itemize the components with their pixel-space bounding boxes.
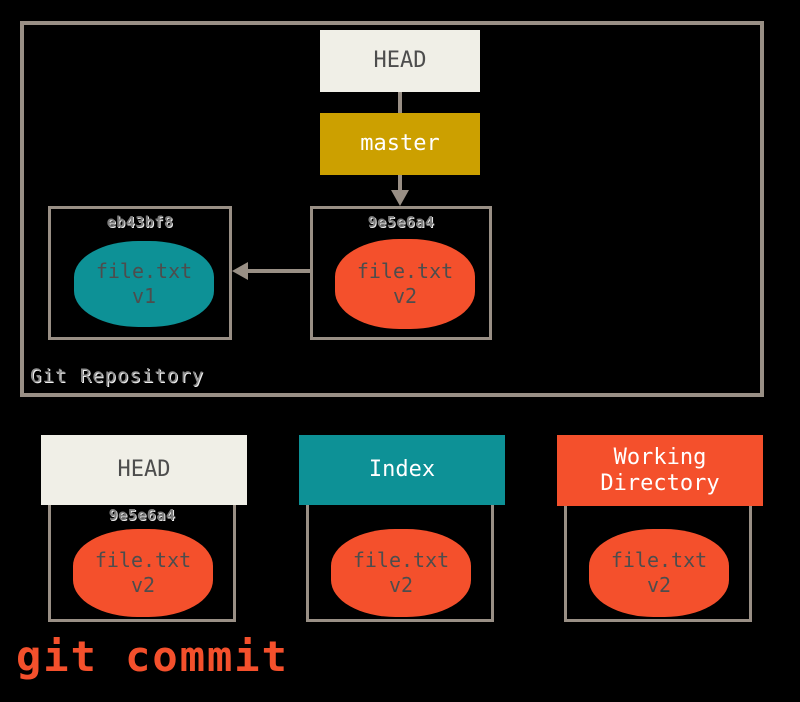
area-head-hash: 9e5e6a4 xyxy=(108,506,176,524)
blob-filename: file.txt xyxy=(352,548,450,572)
head-to-master-connector xyxy=(398,92,402,113)
blob-version: v2 xyxy=(130,573,156,597)
repo-head-label: HEAD xyxy=(373,48,427,74)
diagram-caption: git commit xyxy=(16,632,289,681)
area-index-blob: file.txt v2 xyxy=(331,529,471,617)
blob-filename: file.txt xyxy=(95,259,193,283)
commit-box-9e5e6a4[interactable]: 9e5e6a4 file.txt v2 xyxy=(310,206,492,340)
area-body-index: file.txt v2 xyxy=(306,505,494,622)
area-working-blob: file.txt v2 xyxy=(589,529,729,617)
git-repository-frame xyxy=(20,21,764,397)
commit-blob-v2: file.txt v2 xyxy=(335,239,475,329)
commit-box-eb43bf8[interactable]: eb43bf8 file.txt v1 xyxy=(48,206,232,340)
blob-filename: file.txt xyxy=(94,548,192,572)
master-to-commit-arrowhead xyxy=(391,190,409,206)
blob-filename: file.txt xyxy=(356,259,454,283)
area-body-working-directory: file.txt v2 xyxy=(564,506,752,622)
area-header-head-label: HEAD xyxy=(117,457,171,483)
blob-version: v2 xyxy=(392,284,418,308)
git-repository-label: Git Repository xyxy=(30,365,205,387)
commit-blob-v1: file.txt v1 xyxy=(74,241,214,327)
blob-filename: file.txt xyxy=(610,548,708,572)
area-header-index[interactable]: Index xyxy=(299,435,505,505)
master-to-commit-line xyxy=(398,175,402,192)
repo-master-box[interactable]: master xyxy=(320,113,480,175)
area-header-working-line1: Working xyxy=(613,444,707,470)
area-body-head: 9e5e6a4 file.txt v2 xyxy=(48,505,236,622)
commit-hash-eb43bf8: eb43bf8 xyxy=(106,213,174,231)
commit-parent-arrowhead xyxy=(232,262,248,280)
repo-master-label: master xyxy=(360,131,440,157)
area-header-working-line2: Directory xyxy=(600,470,720,496)
area-head-blob: file.txt v2 xyxy=(73,529,213,617)
area-header-index-label: Index xyxy=(368,457,436,483)
blob-version: v1 xyxy=(131,284,157,308)
blob-version: v2 xyxy=(646,573,672,597)
repo-head-box[interactable]: HEAD xyxy=(320,30,480,92)
area-header-working-directory[interactable]: Working Directory xyxy=(557,435,763,506)
commit-parent-line xyxy=(248,269,310,273)
commit-hash-9e5e6a4: 9e5e6a4 xyxy=(367,213,435,231)
blob-version: v2 xyxy=(388,573,414,597)
area-header-head[interactable]: HEAD xyxy=(41,435,247,505)
